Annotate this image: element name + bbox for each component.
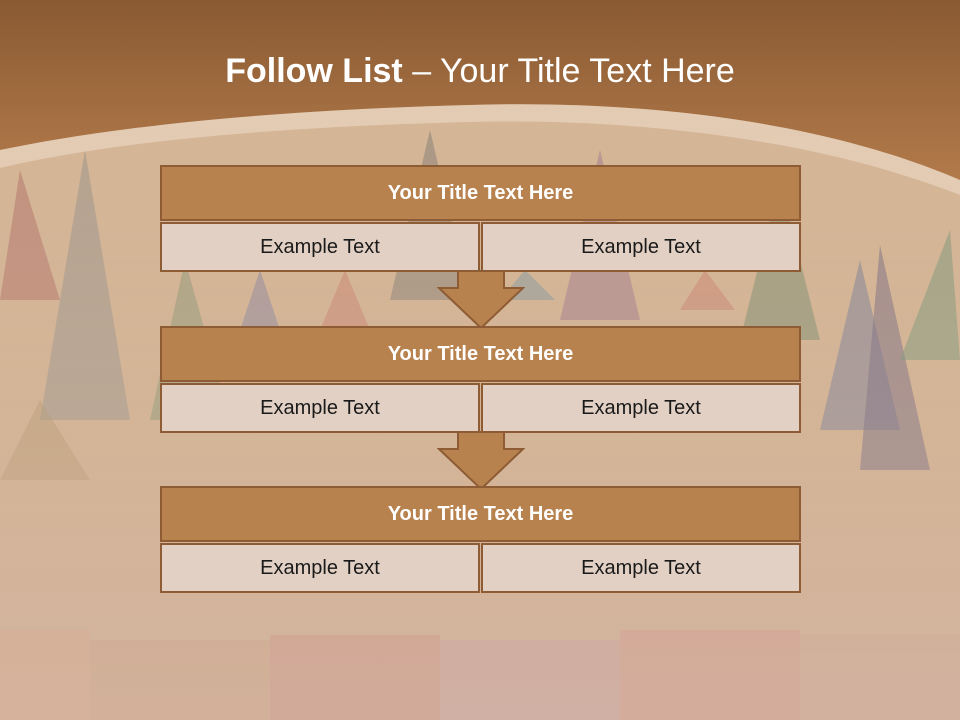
title-banner bbox=[0, 0, 960, 195]
block-title: Your Title Text Here bbox=[160, 165, 801, 221]
block-left-text: Example Text bbox=[160, 383, 480, 433]
slide-title-rest: – Your Title Text Here bbox=[402, 52, 735, 90]
down-arrow-icon bbox=[437, 431, 525, 491]
block-title: Your Title Text Here bbox=[160, 326, 801, 382]
slide-title: Follow List – Your Title Text Here bbox=[0, 52, 960, 91]
follow-list-block-2: Your Title Text Here Example Text Exampl… bbox=[160, 326, 801, 433]
follow-list-block-3: Your Title Text Here Example Text Exampl… bbox=[160, 486, 801, 593]
slide-title-bold: Follow List bbox=[225, 52, 403, 90]
block-left-text: Example Text bbox=[160, 543, 480, 593]
block-row: Example Text Example Text bbox=[160, 543, 801, 593]
down-arrow-icon bbox=[437, 270, 525, 330]
block-left-text: Example Text bbox=[160, 222, 480, 272]
block-title: Your Title Text Here bbox=[160, 486, 801, 542]
follow-list-block-1: Your Title Text Here Example Text Exampl… bbox=[160, 165, 801, 272]
block-right-text: Example Text bbox=[481, 543, 801, 593]
block-row: Example Text Example Text bbox=[160, 383, 801, 433]
block-right-text: Example Text bbox=[481, 383, 801, 433]
block-right-text: Example Text bbox=[481, 222, 801, 272]
block-row: Example Text Example Text bbox=[160, 222, 801, 272]
